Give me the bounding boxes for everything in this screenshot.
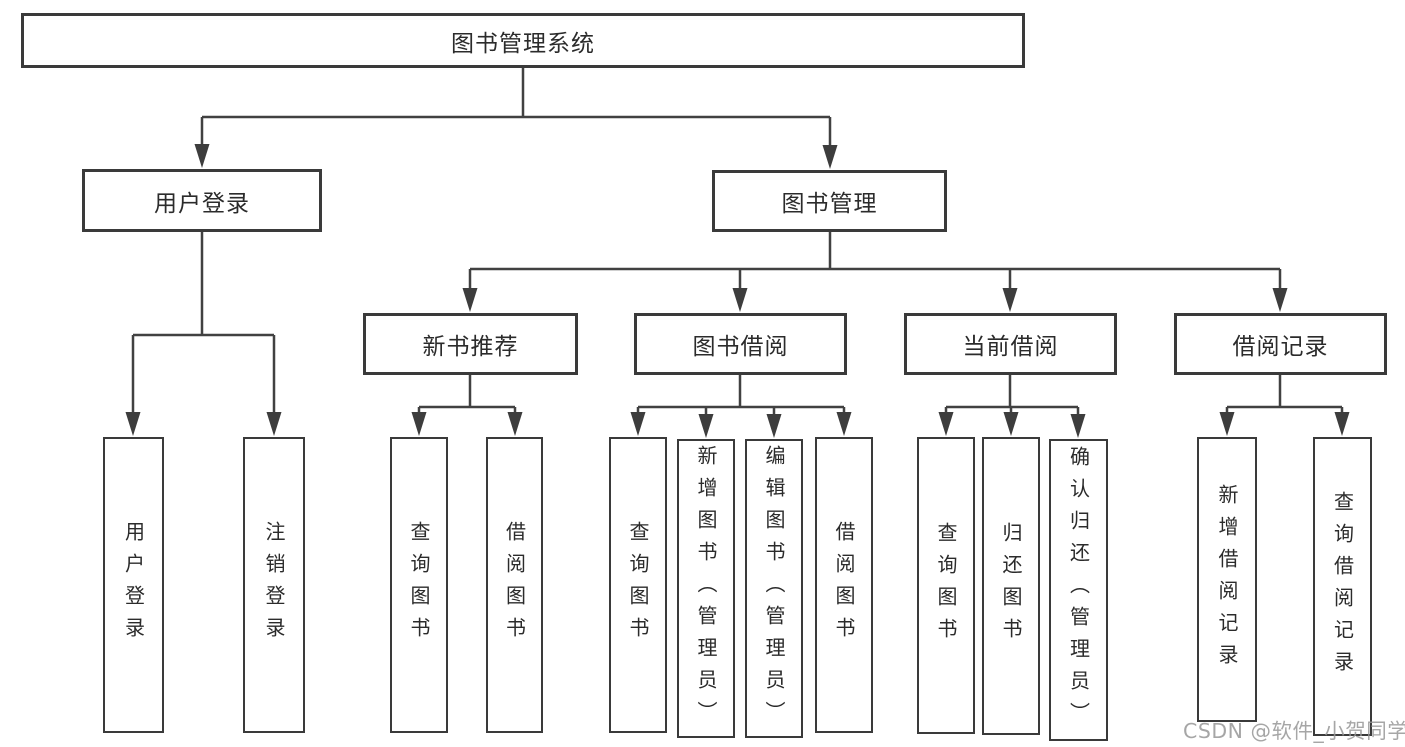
node-book-borrow-label: 图书借阅 [692,334,789,360]
leaf-newbook-borrow-books-label: 借阅图书 [502,521,527,649]
leaf-borrow-edit-books-admin: 编辑图书（管理员） [745,439,803,738]
leaf-borrow-edit-books-admin-label: 编辑图书（管理员） [762,444,786,733]
leaf-current-return-books-label: 归还图书 [999,522,1023,650]
node-current-borrow: 当前借阅 [904,313,1117,375]
node-book-borrow: 图书借阅 [634,313,847,375]
leaf-current-query-books-label: 查询图书 [934,521,958,650]
leaf-records-query-record: 查询借阅记录 [1313,437,1372,736]
node-new-book-recommend: 新书推荐 [363,313,578,375]
node-root: 图书管理系统 [21,13,1025,68]
node-root-label: 图书管理系统 [451,30,595,57]
node-book-management-label: 图书管理 [781,191,878,217]
leaf-borrow-query-books: 查询图书 [609,437,667,733]
leaf-newbook-query-books-label: 查询图书 [407,521,431,649]
node-borrow-records-label: 借阅记录 [1232,334,1329,360]
leaf-logout-label: 注销登录 [262,521,286,649]
leaf-current-confirm-return-admin-label: 确认归还（管理员） [1066,446,1091,734]
leaf-newbook-query-books: 查询图书 [390,437,448,733]
leaf-records-query-record-label: 查询借阅记录 [1330,490,1355,683]
leaf-borrow-query-books-label: 查询图书 [626,521,650,649]
node-current-borrow-label: 当前借阅 [962,334,1059,360]
watermark: CSDN @软件_小贺同学 [1183,719,1405,743]
node-borrow-records: 借阅记录 [1174,313,1387,375]
node-user-login-label: 用户登录 [154,190,250,217]
leaf-current-query-books: 查询图书 [917,437,975,734]
leaf-current-confirm-return-admin: 确认归还（管理员） [1049,439,1108,741]
leaf-borrow-add-books-admin: 新增图书（管理员） [677,439,735,738]
node-book-management: 图书管理 [712,170,947,232]
leaf-borrow-add-books-admin-label: 新增图书（管理员） [694,444,718,733]
leaf-records-add-record: 新增借阅记录 [1197,437,1257,722]
node-user-login: 用户登录 [82,169,322,232]
leaf-user-login: 用户登录 [103,437,164,733]
leaf-records-add-record-label: 新增借阅记录 [1215,483,1239,676]
leaf-user-login-label: 用户登录 [121,521,146,649]
node-new-book-recommend-label: 新书推荐 [422,334,519,360]
leaf-current-return-books: 归还图书 [982,437,1040,735]
leaf-borrow-borrow-books: 借阅图书 [815,437,873,733]
leaf-logout: 注销登录 [243,437,305,733]
leaf-borrow-borrow-books-label: 借阅图书 [832,521,856,649]
leaf-newbook-borrow-books: 借阅图书 [486,437,543,733]
